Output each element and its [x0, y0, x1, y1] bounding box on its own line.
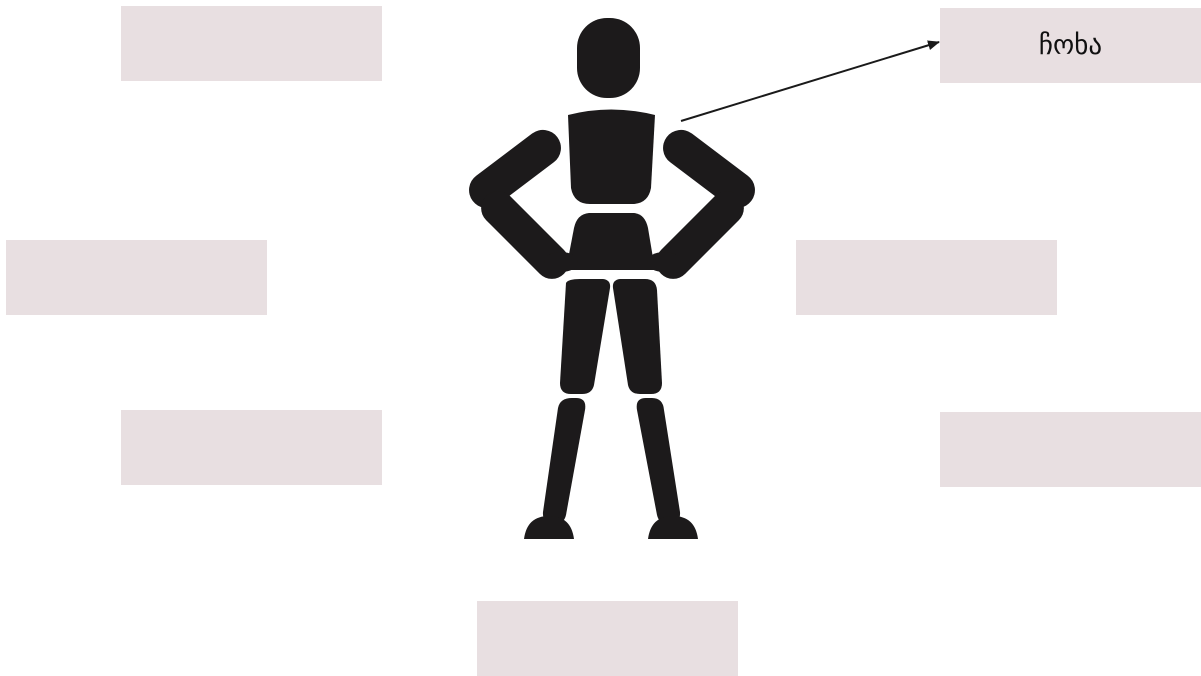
mannequin-left-foot: [524, 516, 574, 539]
label-box-mid-left: [6, 240, 267, 315]
mannequin-figure: [462, 18, 762, 539]
pointer-arrow: [681, 42, 939, 121]
mannequin-pelvis: [566, 213, 655, 270]
label-box-top-right: ჩოხა: [940, 8, 1201, 83]
label-box-low-right: [940, 412, 1201, 487]
mannequin-right-thigh: [613, 279, 662, 394]
mannequin-right-upper-arm: [656, 123, 762, 216]
mannequin-right-shin: [637, 398, 680, 524]
label-box-top-left: [121, 6, 382, 81]
label-box-mid-right: [796, 240, 1057, 315]
mannequin-left-hand: [544, 252, 578, 272]
mannequin-head: [577, 18, 640, 98]
label-box-bottom: [477, 601, 738, 676]
mannequin-torso: [568, 110, 655, 205]
mannequin-left-shin: [543, 398, 585, 524]
mannequin-right-foot: [648, 516, 698, 539]
mannequin-left-thigh: [560, 279, 610, 394]
label-box-low-left: [121, 410, 382, 485]
mannequin-right-hand: [647, 252, 681, 272]
